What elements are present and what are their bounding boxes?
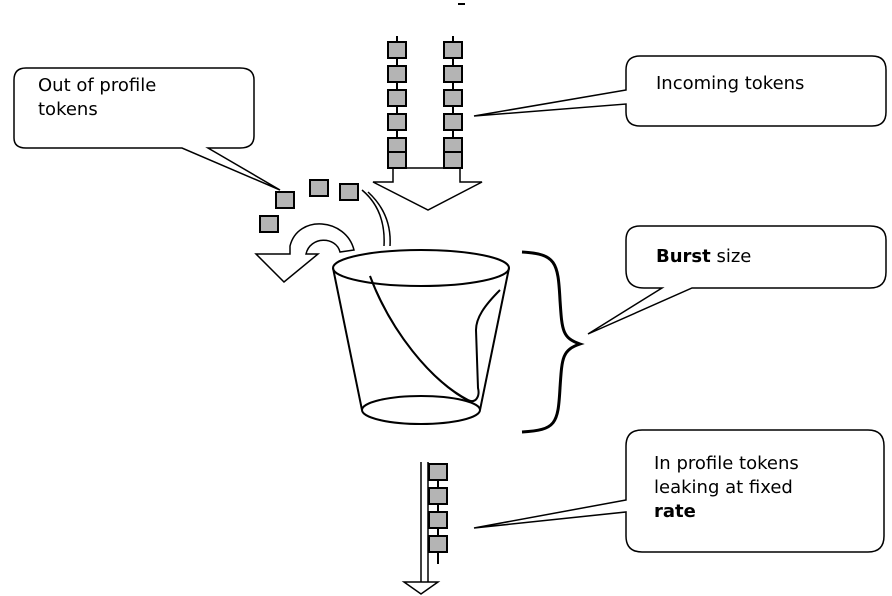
incoming-callout-bubble — [473, 55, 887, 127]
token-icon — [443, 89, 463, 107]
in-profile-line2: leaking at fixed — [654, 477, 793, 498]
token-icon — [387, 151, 407, 169]
token-icon — [275, 191, 295, 209]
overflow-track — [361, 189, 385, 247]
overflow-curved-arrow-icon — [254, 223, 355, 284]
token-icon — [443, 113, 463, 131]
right-curly-brace-icon — [521, 250, 585, 434]
token-icon — [387, 113, 407, 131]
out-of-profile-label: Out of profile tokens — [38, 74, 156, 122]
in-profile-line1: In profile tokens — [654, 453, 799, 474]
token-icon — [339, 183, 359, 201]
out-of-profile-line1: Out of profile — [38, 75, 157, 96]
incoming-down-arrow-icon — [372, 167, 483, 211]
token-icon — [387, 89, 407, 107]
burst-size-label: Burst size — [656, 245, 751, 269]
overflow-tokens — [259, 179, 359, 233]
token-icon — [387, 65, 407, 83]
leak-down-arrow-icon — [401, 581, 441, 595]
token-icon — [443, 41, 463, 59]
in-profile-label: In profile tokens leaking at fixed rate — [654, 452, 799, 524]
token-icon — [443, 151, 463, 169]
burst-callout-bubble — [587, 225, 887, 335]
burst-bold-word: Burst — [656, 246, 711, 267]
overflow-track-inner — [367, 191, 391, 247]
incoming-tokens-label: Incoming tokens — [656, 72, 804, 96]
incoming-tokens — [387, 41, 463, 169]
token-icon — [443, 65, 463, 83]
leak-tokens — [428, 463, 448, 553]
in-profile-callout-bubble — [473, 429, 885, 553]
burst-rest-text: size — [710, 246, 752, 267]
bucket-icon — [332, 249, 510, 425]
incoming-tokens-text: Incoming tokens — [656, 73, 805, 94]
out-of-profile-callout-bubble — [13, 67, 281, 191]
token-icon — [428, 511, 448, 529]
in-profile-rate-bold: rate — [654, 501, 696, 522]
token-icon — [428, 463, 448, 481]
token-icon — [428, 487, 448, 505]
token-icon — [387, 41, 407, 59]
token-icon — [259, 215, 279, 233]
token-icon — [309, 179, 329, 197]
token-icon — [428, 535, 448, 553]
out-of-profile-line2: tokens — [38, 99, 98, 120]
